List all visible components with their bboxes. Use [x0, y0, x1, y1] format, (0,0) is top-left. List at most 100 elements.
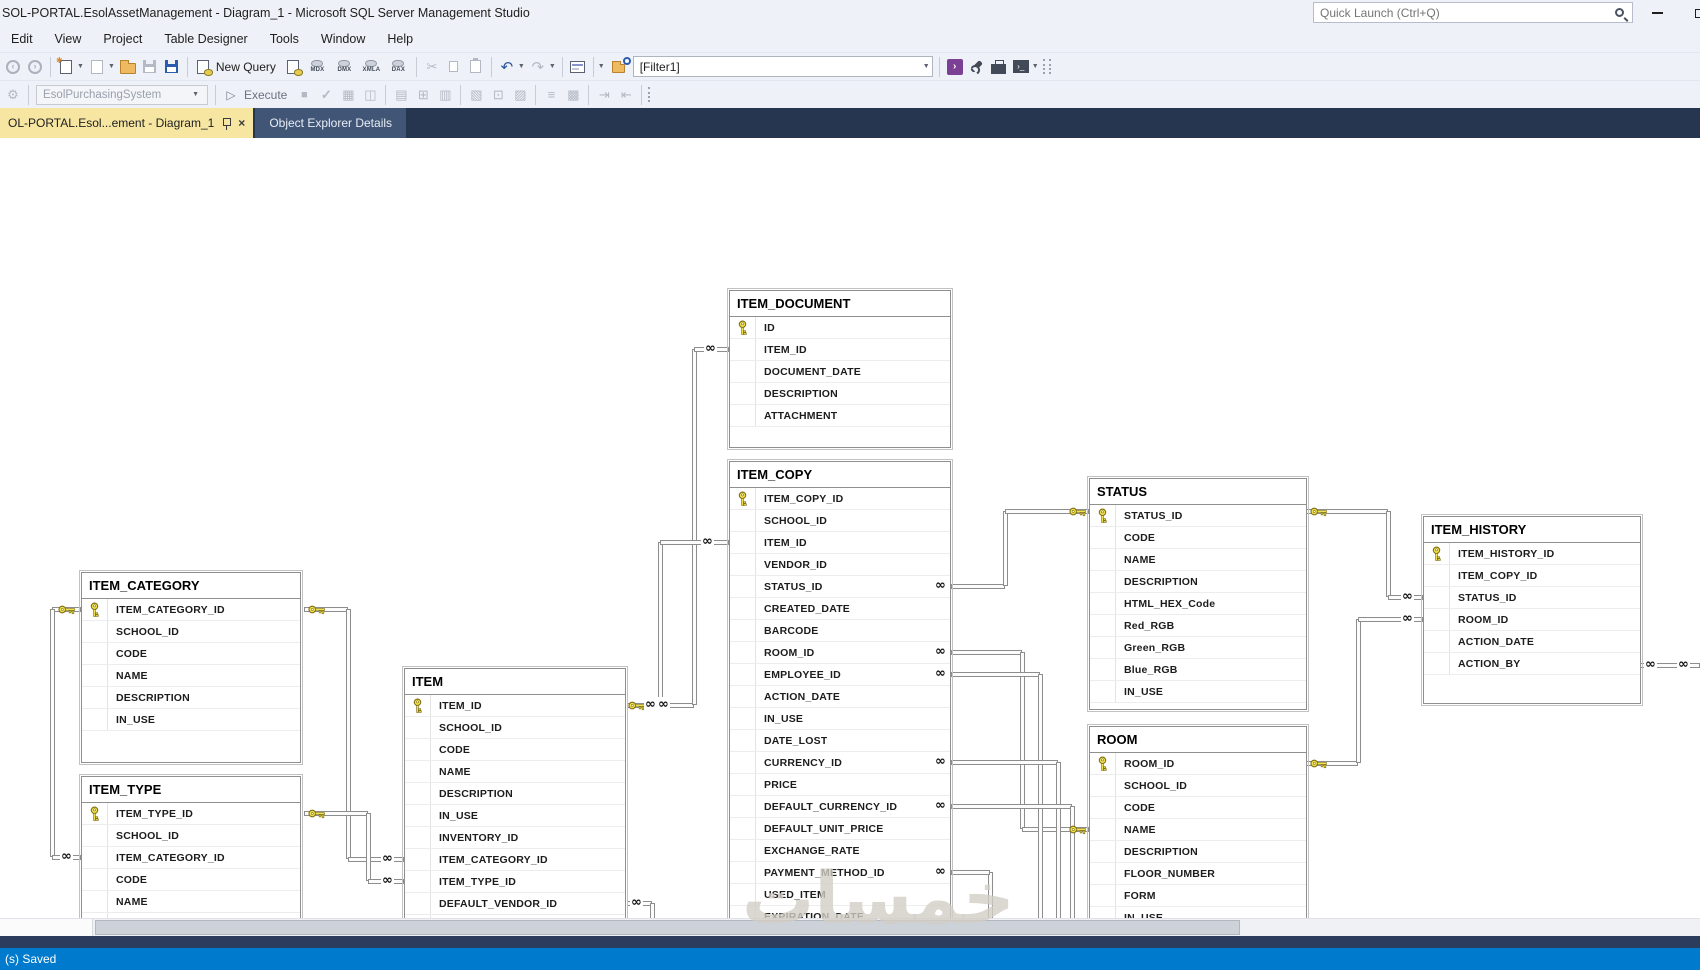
field-row-in_use[interactable]: IN_USE: [1090, 907, 1306, 918]
indent-button[interactable]: ⇥: [593, 83, 615, 107]
table-title[interactable]: ITEM_DOCUMENT: [730, 291, 950, 317]
quick-launch-box[interactable]: [1313, 2, 1633, 23]
table-title[interactable]: ITEM_CATEGORY: [82, 573, 300, 599]
field-row-vendor_id[interactable]: VENDOR_ID: [730, 554, 950, 576]
field-row-form[interactable]: FORM: [1090, 885, 1306, 907]
toolbar-overflow-handle[interactable]: [1042, 59, 1045, 74]
field-row-name[interactable]: NAME: [82, 665, 300, 687]
dax-query-button[interactable]: DAX: [385, 55, 412, 79]
field-row-price[interactable]: PRICE: [730, 774, 950, 796]
field-row-school_id[interactable]: SCHOOL_ID: [730, 510, 950, 532]
field-row-name[interactable]: NAME: [82, 891, 300, 913]
menu-window[interactable]: Window: [320, 32, 366, 46]
query-options-button[interactable]: ▦: [337, 83, 359, 107]
parse-button[interactable]: ✓: [315, 83, 337, 107]
field-row-in_use[interactable]: IN_USE: [730, 708, 950, 730]
field-row-barcode[interactable]: BARCODE: [730, 620, 950, 642]
toolbox-button[interactable]: [988, 55, 1010, 79]
live-stats-button[interactable]: ⊞: [412, 83, 434, 107]
field-row-used_item[interactable]: USED_ITEM: [730, 884, 950, 906]
restore-button[interactable]: [1682, 0, 1700, 26]
field-row-school_id[interactable]: SCHOOL_ID: [405, 717, 625, 739]
toolbar-overflow-handle-2[interactable]: [1048, 59, 1051, 74]
comment-button[interactable]: ≡: [540, 83, 562, 107]
field-row-description[interactable]: DESCRIPTION: [82, 687, 300, 709]
copy-button[interactable]: [443, 55, 465, 79]
field-row-room_id[interactable]: ROOM_ID: [1090, 753, 1306, 775]
field-row-description[interactable]: DESCRIPTION: [82, 913, 300, 918]
tools-button[interactable]: [966, 55, 988, 79]
field-row-default_vendor_id[interactable]: DEFAULT_VENDOR_ID: [405, 893, 625, 915]
field-row-default_currency_id[interactable]: DEFAULT_CURRENCY_ID: [730, 796, 950, 818]
redo-button[interactable]: ↷: [527, 55, 549, 79]
field-row-item_category_id[interactable]: ITEM_CATEGORY_ID: [82, 847, 300, 869]
filter-combobox[interactable]: [Filter1] ▼: [632, 56, 933, 77]
quick-launch-input[interactable]: [1314, 5, 1615, 20]
field-row-status_id[interactable]: STATUS_ID: [1090, 505, 1306, 527]
new-query-button[interactable]: [192, 55, 214, 79]
nav-back-button[interactable]: ‹: [2, 55, 24, 79]
execute-button[interactable]: ▷: [220, 83, 242, 107]
field-row-description[interactable]: DESCRIPTION: [405, 783, 625, 805]
table-title[interactable]: STATUS: [1090, 479, 1306, 505]
field-row-name[interactable]: NAME: [405, 761, 625, 783]
add-item-dropdown[interactable]: ▼: [107, 63, 115, 70]
filter-combobox-dropdown[interactable]: ▼: [922, 63, 930, 70]
field-row-floor_number[interactable]: FLOOR_NUMBER: [1090, 863, 1306, 885]
field-row-payment_method_id[interactable]: PAYMENT_METHOD_ID: [730, 862, 950, 884]
field-row-in_use[interactable]: IN_USE: [405, 805, 625, 827]
open-file-button[interactable]: [117, 55, 139, 79]
toolbar-overflow-handle-3[interactable]: [648, 87, 651, 102]
menu-tools[interactable]: Tools: [269, 32, 299, 46]
field-row-room_id[interactable]: ROOM_ID: [1424, 609, 1640, 631]
field-row-default_unit_price[interactable]: DEFAULT_UNIT_PRICE: [730, 818, 950, 840]
field-row-code[interactable]: CODE: [82, 643, 300, 665]
field-row-employee_id[interactable]: EMPLOYEE_ID: [730, 664, 950, 686]
database-engine-query-button[interactable]: [282, 55, 304, 79]
command-window-dropdown[interactable]: ▼: [1031, 63, 1039, 70]
field-row-in_use[interactable]: IN_USE: [82, 709, 300, 731]
new-project-dropdown[interactable]: ▼: [77, 63, 84, 70]
field-row-name[interactable]: NAME: [1090, 549, 1306, 571]
diagram-canvas[interactable]: ∞∞∞∞∞∞∞∞∞∞∞∞∞∞∞∞∞∞∞∞ITEM_DOCUMENTIDITEM_…: [0, 138, 1700, 918]
field-row-item_category_id[interactable]: ITEM_CATEGORY_ID: [405, 849, 625, 871]
field-row-expiration_date[interactable]: EXPIRATION_DATE: [730, 906, 950, 918]
sql-editor-button[interactable]: ›: [944, 55, 966, 79]
field-row-description[interactable]: DESCRIPTION: [1090, 841, 1306, 863]
field-row-status_id[interactable]: STATUS_ID: [730, 576, 950, 598]
new-query-label[interactable]: New Query: [215, 59, 276, 74]
field-row-school_id[interactable]: SCHOOL_ID: [82, 825, 300, 847]
estimated-plan-button[interactable]: ▤: [390, 83, 412, 107]
command-window-button[interactable]: ›_: [1010, 55, 1032, 79]
field-row-room_id[interactable]: ROOM_ID: [730, 642, 950, 664]
field-row-item_history_id[interactable]: ITEM_HISTORY_ID: [1424, 543, 1640, 565]
results-text-button[interactable]: ▧: [465, 83, 487, 107]
menu-help[interactable]: Help: [387, 32, 414, 46]
intellisense-button[interactable]: ◫: [359, 83, 381, 107]
field-row-school_id[interactable]: SCHOOL_ID: [82, 621, 300, 643]
menu-project[interactable]: Project: [103, 32, 143, 46]
table-title[interactable]: ITEM_TYPE: [82, 777, 300, 803]
available-databases-button[interactable]: ⚙: [2, 83, 24, 107]
field-row-action_date[interactable]: ACTION_DATE: [1424, 631, 1640, 653]
field-row-green_rgb[interactable]: Green_RGB: [1090, 637, 1306, 659]
table-title[interactable]: ITEM_COPY: [730, 462, 950, 488]
field-row-school_id[interactable]: SCHOOL_ID: [1090, 775, 1306, 797]
table-title[interactable]: ROOM: [1090, 727, 1306, 753]
menu-edit[interactable]: Edit: [11, 32, 33, 46]
new-project-button[interactable]: [55, 55, 77, 79]
field-row-id[interactable]: ID: [730, 317, 950, 339]
filter-button[interactable]: [607, 55, 631, 79]
field-row-item_type_id[interactable]: ITEM_TYPE_ID: [82, 803, 300, 825]
results-file-button[interactable]: ▨: [509, 83, 531, 107]
outdent-button[interactable]: ⇤: [615, 83, 637, 107]
menu-table-designer[interactable]: Table Designer: [164, 32, 248, 46]
field-row-status_id[interactable]: STATUS_ID: [1424, 587, 1640, 609]
redo-dropdown[interactable]: ▼: [548, 63, 556, 70]
field-row-name[interactable]: NAME: [1090, 819, 1306, 841]
pin-icon[interactable]: [221, 117, 232, 130]
